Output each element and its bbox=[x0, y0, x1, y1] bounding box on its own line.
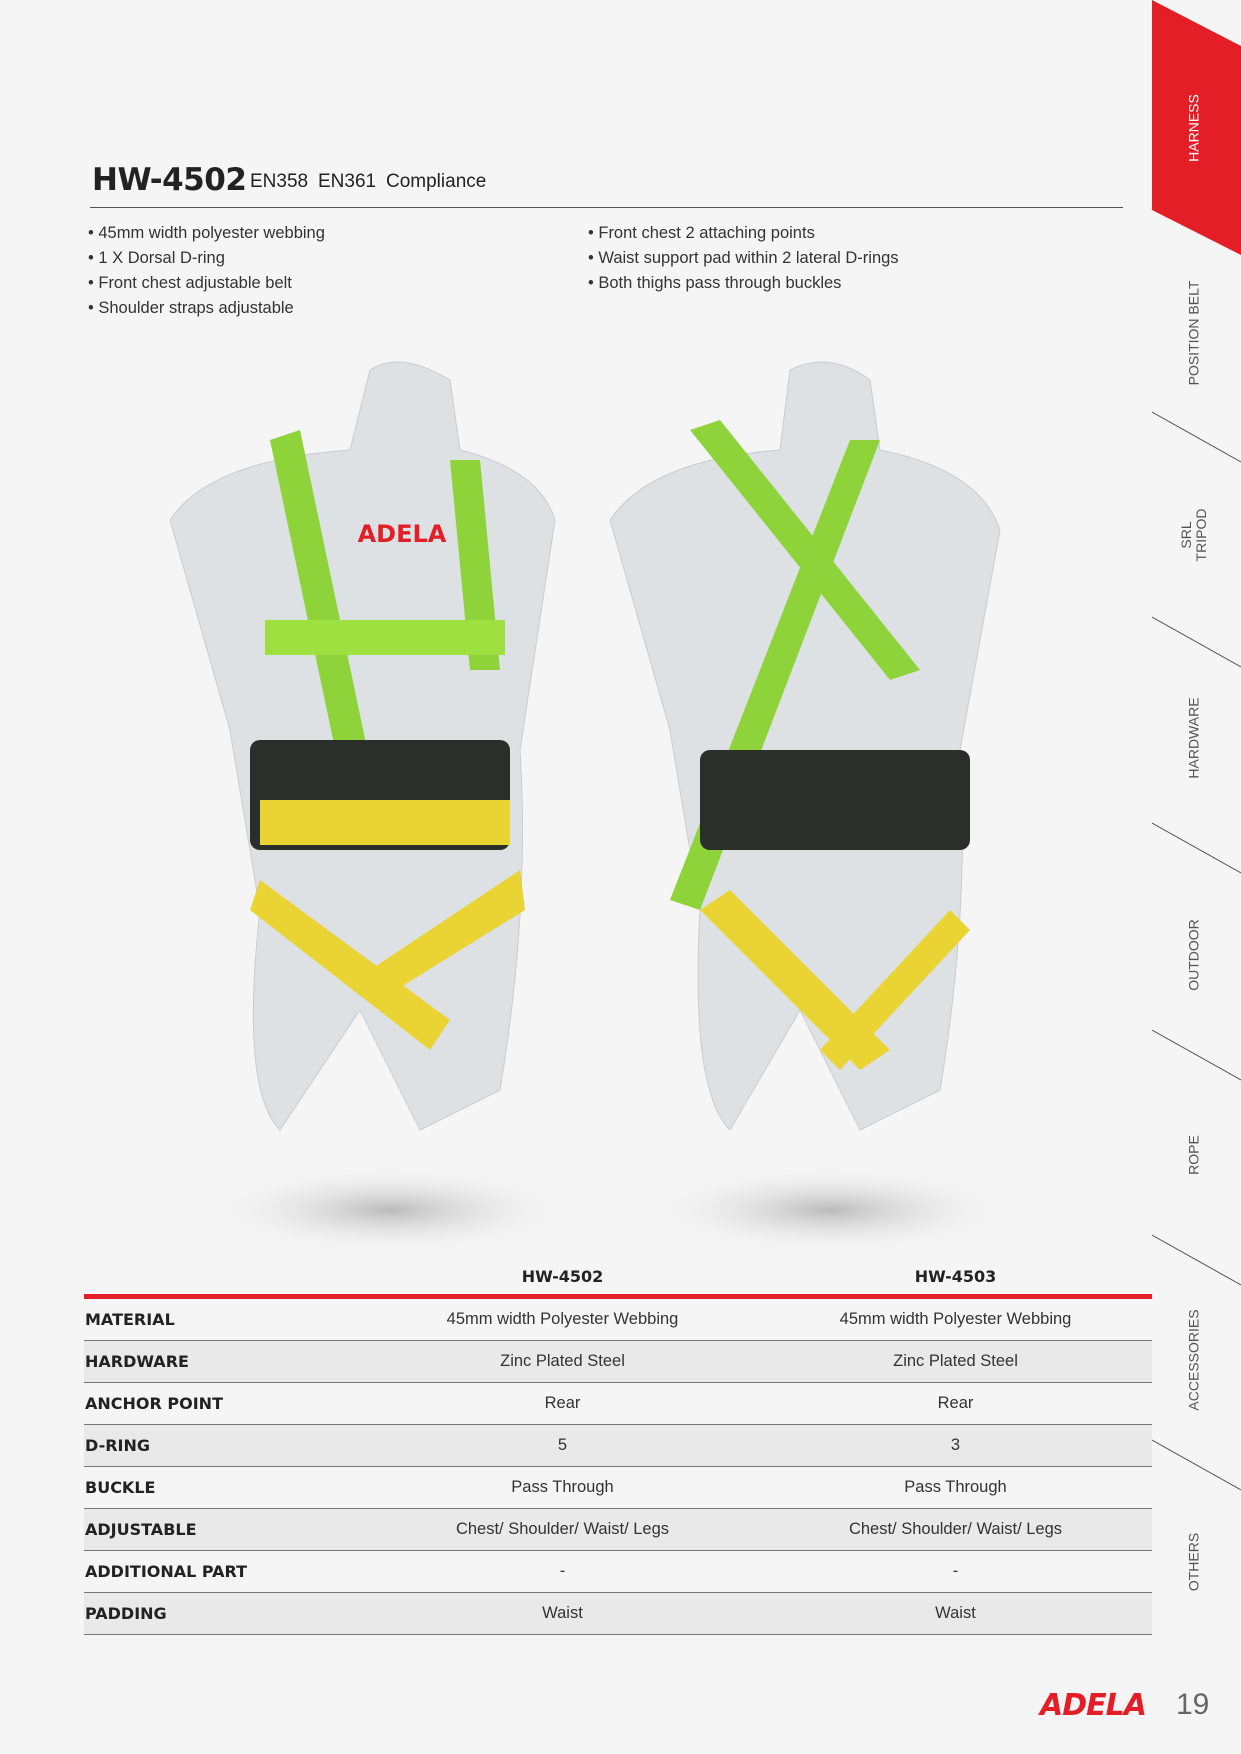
harness-back-image bbox=[609, 361, 1020, 1250]
sidebar-graphics bbox=[1152, 0, 1241, 1491]
column-header: HW-4502 bbox=[366, 1258, 759, 1299]
title-divider bbox=[90, 207, 1123, 208]
sidebar-tab-rope[interactable]: ROPE bbox=[1185, 1135, 1202, 1175]
row-label: ADJUSTABLE bbox=[84, 1508, 366, 1551]
feature-item: • Both thighs pass through buckles bbox=[588, 274, 842, 292]
table-header-row: HW-4502 HW-4503 bbox=[84, 1258, 1152, 1299]
cell: Zinc Plated Steel bbox=[366, 1340, 759, 1383]
cell: 45mm width Polyester Webbing bbox=[366, 1296, 759, 1341]
row-label: BUCKLE bbox=[84, 1466, 366, 1509]
adela-logo: ADELA bbox=[1040, 1688, 1147, 1723]
compliance-label: Compliance bbox=[386, 171, 487, 192]
cell: Waist bbox=[366, 1592, 759, 1635]
feature-item: • Waist support pad within 2 lateral D-r… bbox=[588, 249, 899, 267]
row-label: MATERIAL bbox=[84, 1296, 366, 1341]
standard-en361: EN361 bbox=[318, 171, 377, 192]
sidebar-tab-harness[interactable]: HARNESS bbox=[1185, 94, 1202, 162]
tripod-label: TRIPOD bbox=[1193, 508, 1209, 562]
table-row: ADDITIONAL PART-- bbox=[84, 1550, 1152, 1593]
standard-en358: EN358 bbox=[250, 171, 309, 192]
cell: 5 bbox=[366, 1424, 759, 1467]
feature-item: • 1 X Dorsal D-ring bbox=[88, 249, 225, 267]
cell: 45mm width Polyester Webbing bbox=[759, 1296, 1152, 1341]
sidebar-tab-srl-tripod[interactable]: SRL TRIPOD bbox=[1178, 508, 1209, 562]
row-label: PADDING bbox=[84, 1592, 366, 1635]
features-right: • Front chest 2 attaching points • Waist… bbox=[588, 221, 899, 296]
active-tab-background bbox=[1152, 0, 1241, 255]
feature-item: • Shoulder straps adjustable bbox=[88, 299, 294, 317]
cell: Pass Through bbox=[366, 1466, 759, 1509]
row-label: ADDITIONAL PART bbox=[84, 1550, 366, 1593]
cell: 3 bbox=[759, 1424, 1152, 1467]
cell: Rear bbox=[366, 1382, 759, 1425]
feature-item: • Front chest adjustable belt bbox=[88, 274, 292, 292]
product-photos: ADELA bbox=[169, 361, 1020, 1250]
sidebar-tab-outdoor[interactable]: OUTDOOR bbox=[1185, 919, 1202, 991]
page-number: 19 bbox=[1176, 1688, 1210, 1721]
row-label: ANCHOR POINT bbox=[84, 1382, 366, 1425]
cell: - bbox=[366, 1550, 759, 1593]
sidebar-tab-others[interactable]: OTHERS bbox=[1185, 1532, 1202, 1592]
feature-item: • Front chest 2 attaching points bbox=[588, 224, 815, 242]
features-left: • 45mm width polyester webbing • 1 X Dor… bbox=[88, 221, 325, 321]
cell: Waist bbox=[759, 1592, 1152, 1635]
feature-item: • 45mm width polyester webbing bbox=[88, 224, 325, 242]
sidebar-tab-accessories[interactable]: ACCESSORIES bbox=[1185, 1309, 1202, 1411]
product-model-title: HW-4502 bbox=[92, 162, 247, 198]
row-label: HARDWARE bbox=[84, 1340, 366, 1383]
cell: Rear bbox=[759, 1382, 1152, 1425]
cell: - bbox=[759, 1550, 1152, 1593]
cell: Zinc Plated Steel bbox=[759, 1340, 1152, 1383]
cell: Chest/ Shoulder/ Waist/ Legs bbox=[759, 1508, 1152, 1551]
srl-label: SRL bbox=[1178, 521, 1194, 549]
column-header: HW-4503 bbox=[759, 1258, 1152, 1299]
front-logo: ADELA bbox=[358, 520, 447, 548]
cell: Pass Through bbox=[759, 1466, 1152, 1509]
row-label: D-RING bbox=[84, 1424, 366, 1467]
column-header bbox=[84, 1258, 366, 1299]
sidebar-tab-position-belt[interactable]: POSITION BELT bbox=[1185, 280, 1202, 386]
sidebar-tab-hardware[interactable]: HARDWARE bbox=[1185, 697, 1202, 779]
harness-front-image: ADELA bbox=[169, 361, 580, 1250]
cell: Chest/ Shoulder/ Waist/ Legs bbox=[366, 1508, 759, 1551]
